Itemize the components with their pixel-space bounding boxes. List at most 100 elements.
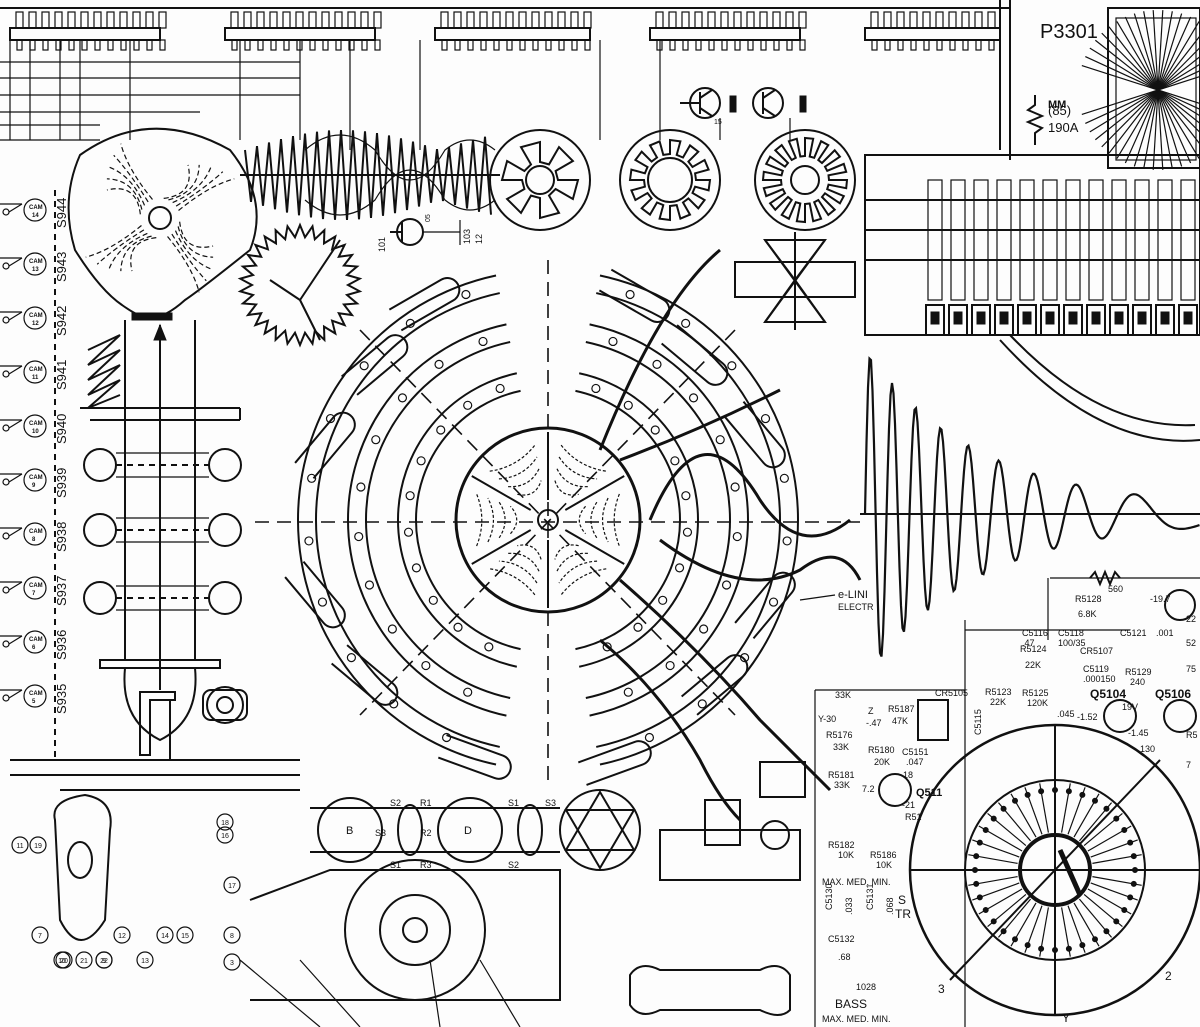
v033: .033: [844, 897, 854, 915]
r5125v: 120K: [1027, 698, 1048, 708]
heater-coil: [87, 334, 121, 409]
r5187: R5187: [888, 704, 915, 714]
cam-word: CAM: [29, 367, 43, 373]
switch-label: S943: [54, 252, 69, 282]
crossing-waves: e-LINI ELECTR: [598, 248, 874, 822]
part-callout-number: 20: [60, 958, 68, 965]
switch-label: S936: [54, 630, 69, 660]
c5130: C5130: [824, 883, 834, 910]
dial-3: 3: [938, 982, 945, 996]
r5125: R5125: [1022, 688, 1049, 698]
r5181: R5181: [828, 770, 855, 780]
c5116v: .47: [1022, 638, 1035, 648]
v47: -.47: [866, 718, 882, 728]
v72: 7.2: [862, 784, 875, 794]
electr-label: ELECTR: [838, 602, 874, 612]
label-101: 101: [377, 237, 387, 252]
part-callout: 3: [223, 953, 241, 971]
v068: .068: [885, 897, 895, 915]
r5128v: 6.8K: [1078, 609, 1097, 619]
v152: -1.52: [1077, 712, 1098, 722]
v045: .045: [1057, 709, 1075, 719]
bulb-outline: [67, 127, 258, 320]
part-callout: 7: [31, 926, 49, 944]
r5128: R5128: [1075, 594, 1102, 604]
gear-wheel: [237, 222, 363, 348]
v145: -1.45: [1128, 728, 1149, 738]
cam-word: CAM: [29, 583, 43, 589]
r5182v: 10K: [838, 850, 854, 860]
r5129: R5129: [1125, 667, 1152, 677]
r22: 22: [1186, 614, 1196, 624]
part-callout: 19: [29, 836, 47, 854]
top-transistor-pair: 15: [680, 87, 807, 140]
tube-s1a: S1: [390, 860, 401, 870]
tube-s2b: S2: [508, 860, 519, 870]
terminal-block: [864, 154, 1200, 442]
r5176: R5176: [826, 730, 853, 740]
part-callout-number: 13: [141, 958, 149, 965]
c5121v: .001: [1156, 628, 1174, 638]
modulated-wave: [240, 129, 500, 221]
part-callout-number: 10: [58, 958, 66, 965]
switch-label: S939: [54, 468, 69, 498]
part-callout: 10: [53, 951, 71, 969]
lens-tube-row: B D S2 S1 S3 R1 R2 R3 S1 S3 S2: [310, 789, 641, 871]
tube-s1b: S1: [508, 798, 519, 808]
resistor-value-paren: (85): [1048, 103, 1071, 118]
part-callout-number: 19: [34, 843, 42, 850]
cam-word: CAM: [29, 475, 43, 481]
part-callout: 21: [75, 951, 93, 969]
switch-label: S940: [54, 414, 69, 444]
cam-switch-7: CAM 7 S937: [0, 576, 69, 606]
cam-number: 10: [32, 429, 39, 435]
part-callout-number: 9: [102, 958, 106, 965]
cam-word: CAM: [29, 691, 43, 697]
phase-dial: 2 3 Y: [908, 723, 1200, 1025]
r5123: R5123: [985, 687, 1012, 697]
part-callout-number: 18: [221, 820, 229, 827]
tube-s3b: S3: [545, 798, 556, 808]
part-callout-number: 7: [38, 933, 42, 940]
r5: R5: [1186, 730, 1198, 740]
v19: 19V: [1122, 702, 1138, 712]
damped-oscillation: [860, 356, 1200, 657]
cam-word: CAM: [29, 529, 43, 535]
c5151v: .047: [906, 757, 924, 767]
part-callout-number: 12: [118, 933, 126, 940]
switch-label: S937: [54, 576, 69, 606]
small-transistor: 101 05 103 12: [377, 214, 484, 252]
part-callout-number: 11: [16, 843, 23, 850]
y30: Y-30: [818, 714, 836, 724]
r5129v: 240: [1130, 677, 1145, 687]
bass-label: BASS: [835, 997, 867, 1011]
r5176v: 33K: [833, 742, 849, 752]
star-diagram: [734, 232, 856, 330]
electron-tube: [67, 127, 258, 760]
rosette-group: [489, 129, 856, 231]
v33k: 33K: [835, 690, 851, 700]
connector-label: P3301: [1040, 21, 1098, 43]
c5116: C5116: [1022, 628, 1048, 638]
cam-number: 7: [32, 591, 36, 597]
tube-r3: R3: [420, 860, 432, 870]
central-drum: [454, 426, 642, 614]
c5119v: .000150: [1083, 674, 1116, 684]
c5151: C5151: [902, 747, 929, 757]
v197: -19.7: [1150, 594, 1171, 604]
part-callout-number: 14: [161, 933, 169, 940]
part-callout-number: 22: [100, 958, 108, 965]
rosette-1: [489, 129, 591, 231]
r5181v: 33K: [834, 780, 850, 790]
part-callout-number: 16: [221, 833, 229, 840]
part-callout: 14: [156, 926, 174, 944]
cam-word: CAM: [29, 205, 43, 211]
resistor-value: 190A: [1048, 120, 1079, 135]
